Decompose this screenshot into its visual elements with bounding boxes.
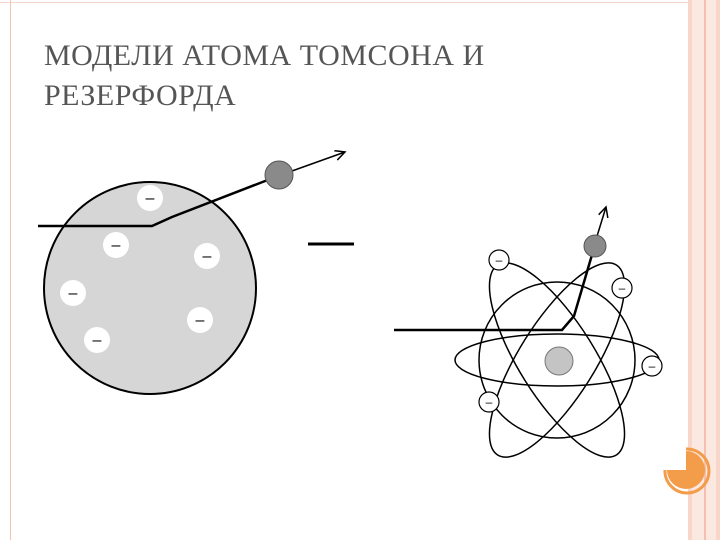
thomson-electron-sign: – [196, 312, 205, 329]
thomson-electron-circle [194, 243, 220, 269]
rutherford-orbit-circle [478, 281, 636, 439]
rutherford-electron-sign: – [619, 281, 626, 295]
slide-title-line1: МОДЕЛИ АТОМА ТОМСОНА И [44, 39, 485, 72]
rutherford-electron: – [611, 277, 633, 299]
rutherford-orbit-tilted-right [488, 262, 626, 458]
thomson-electron: – [187, 307, 213, 333]
corner-ornament-outline [663, 447, 711, 495]
thomson-model: – – – – – – [38, 152, 345, 395]
thomson-electron-sign: – [146, 190, 155, 207]
rutherford-alpha-trajectory [394, 247, 596, 332]
thomson-electron: – [60, 280, 86, 306]
rutherford-electron-circle [488, 249, 510, 271]
thomson-electron-sign: – [93, 332, 102, 349]
slide-top-border [0, 2, 720, 3]
slide-title-line2: РЕЗЕРФОРДА [44, 79, 237, 112]
thomson-electron-circle [187, 307, 213, 333]
rutherford-electron-sign: – [486, 395, 493, 409]
rutherford-electron: – [478, 391, 500, 413]
slide-left-border [10, 0, 11, 540]
rutherford-electron-sign: – [649, 359, 656, 373]
rutherford-model: – – – – [394, 207, 663, 458]
thomson-alpha-particle [264, 160, 294, 190]
thomson-electron: – [194, 243, 220, 269]
thomson-electron: – [103, 232, 129, 258]
thomson-electron: – [137, 185, 163, 211]
thomson-electron-circle [60, 280, 86, 306]
thomson-electron-circle [84, 327, 110, 353]
thomson-electron: – [84, 327, 110, 353]
rutherford-alpha-particle [583, 234, 607, 258]
thomson-electron-sign: – [112, 237, 121, 254]
rutherford-electron: – [488, 249, 510, 271]
thomson-electron-circle [137, 185, 163, 211]
thomson-electron-circle [103, 232, 129, 258]
rutherford-electron-circle [611, 277, 633, 299]
slide-title: МОДЕЛИ АТОМА ТОМСОНА И РЕЗЕРФОРДА [44, 36, 644, 116]
corner-ornament [663, 447, 711, 495]
rutherford-nucleus [544, 346, 574, 376]
rutherford-electron-circle [641, 355, 663, 377]
rutherford-electron-sign: – [496, 253, 503, 267]
thomson-electron-sign: – [69, 285, 78, 302]
thomson-electron-sign: – [203, 248, 212, 265]
thomson-alpha-trajectory [38, 174, 279, 228]
rutherford-electron-circle [478, 391, 500, 413]
slide-right-band-line [704, 0, 706, 540]
rutherford-electron: – [641, 355, 663, 377]
corner-ornament-fill [667, 451, 705, 489]
